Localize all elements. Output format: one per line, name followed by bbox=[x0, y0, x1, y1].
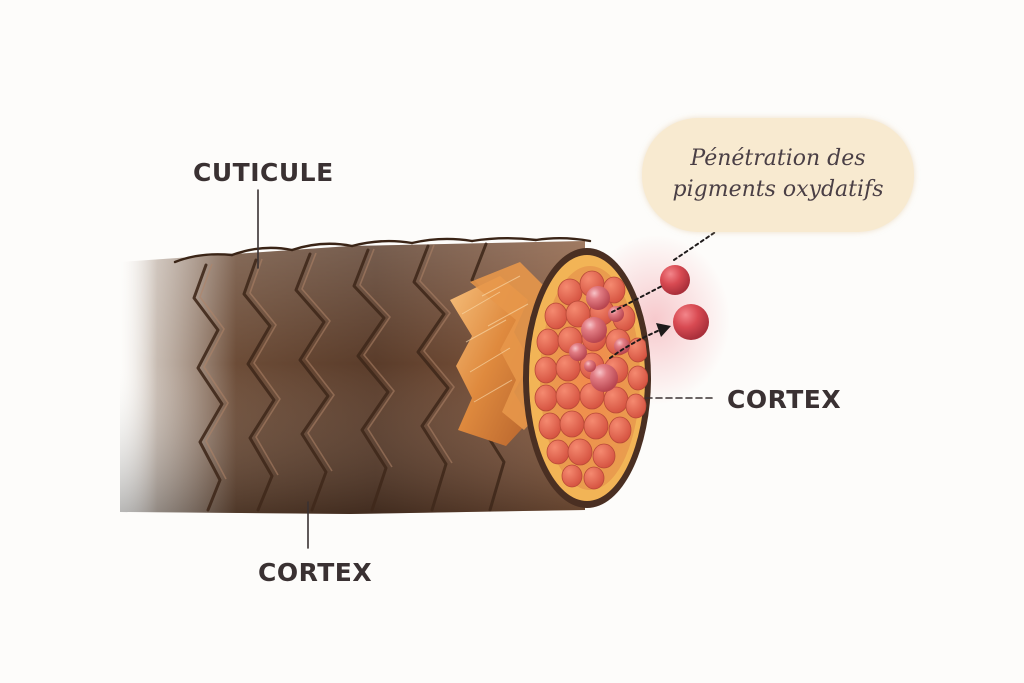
cuticle-top-ridges bbox=[173, 237, 592, 264]
hair-cross-section bbox=[523, 248, 651, 508]
cortex-label-right: CORTEX bbox=[727, 385, 842, 414]
bubble-text-line1: Pénétration des bbox=[690, 146, 866, 172]
pigment-penetration-bubble: Pénétration des pigments oxydatifs bbox=[642, 118, 914, 232]
bubble-text-line2: pigments oxydatifs bbox=[672, 177, 884, 202]
pigments-outside bbox=[660, 265, 709, 340]
label-leaders bbox=[257, 189, 713, 549]
cortex-label-bottom: CORTEX bbox=[258, 558, 373, 587]
pigments-inside bbox=[569, 286, 630, 392]
cuticle-highlights bbox=[199, 244, 455, 480]
cuticule-label: CUTICULE bbox=[193, 158, 334, 187]
